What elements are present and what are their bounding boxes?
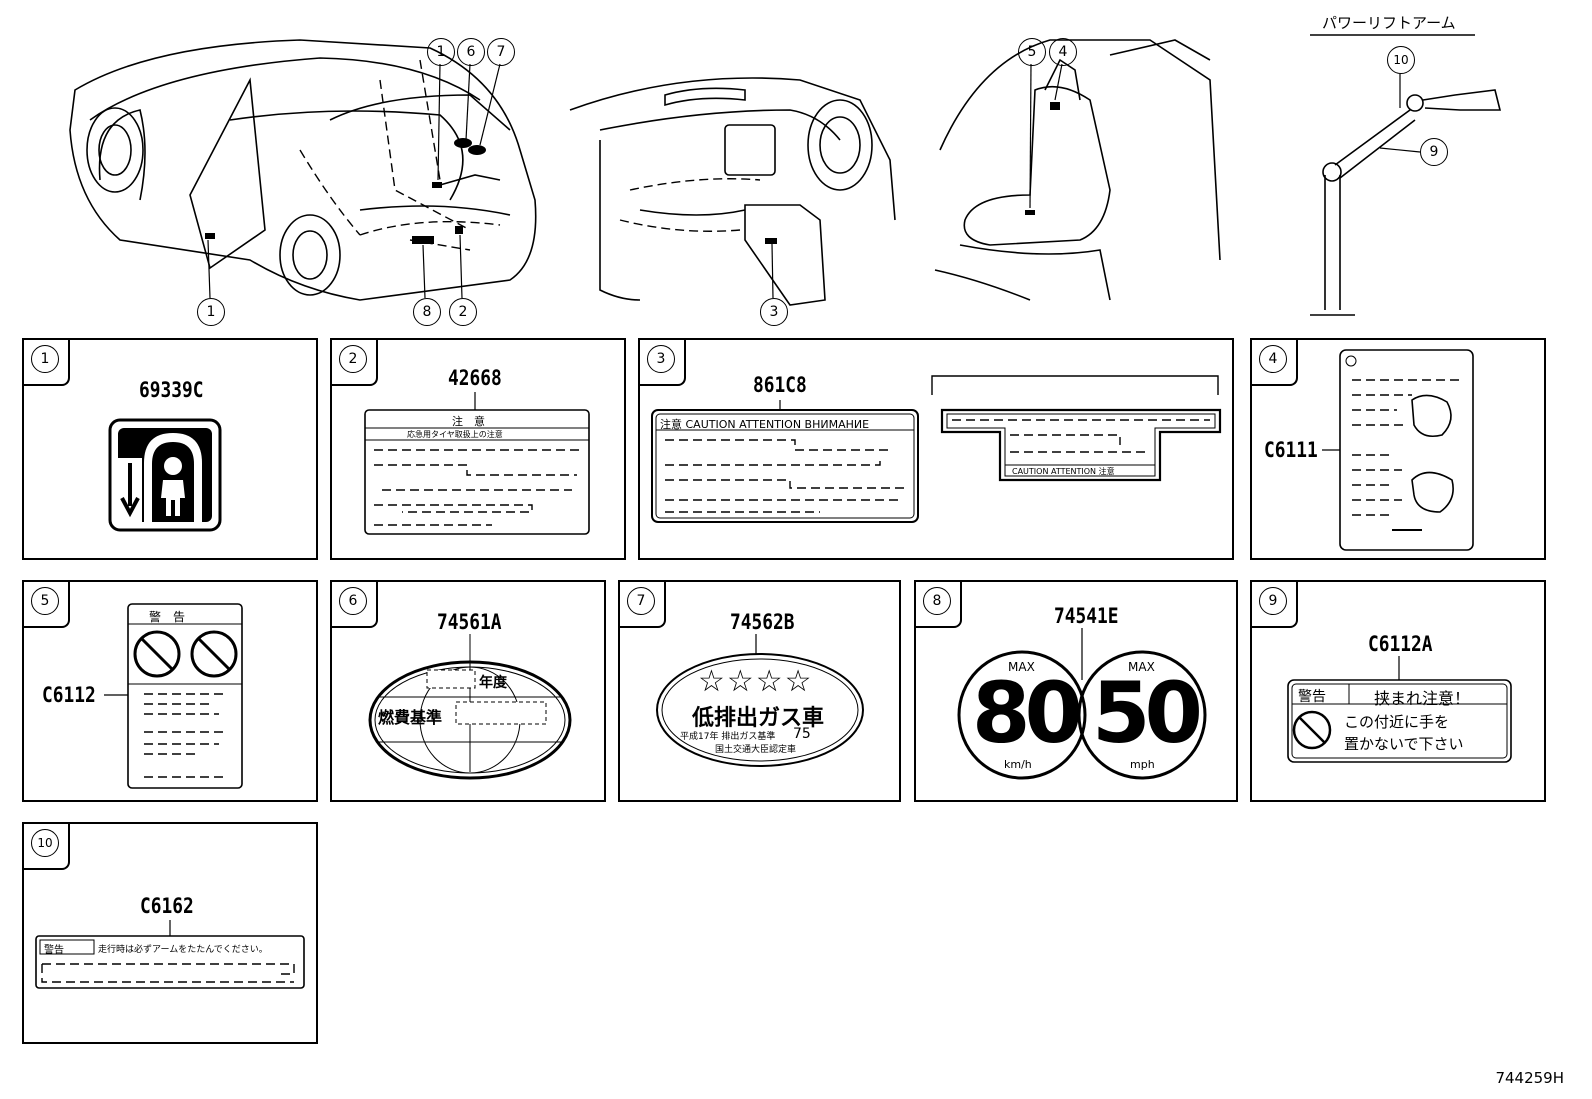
figure-id: 744259H [1495, 1069, 1564, 1087]
seat-drawing [934, 39, 1221, 301]
vehicle-location-illustrations [69, 34, 1502, 316]
pinch-caution-text: 挟まれ注意！ [1374, 689, 1471, 708]
part-number: 74561A [437, 610, 502, 634]
label-header: 注 意 [452, 415, 485, 428]
panel-number: 6 [339, 587, 367, 615]
panel-9: 9 C6112A 警告 挟まれ注意！ この付近に手を 置かないで下さい [1250, 580, 1546, 802]
panel-10: 10 C6162 警告 走行時は必ずアームをたたんでください。 [22, 822, 318, 1044]
instruction-line2: 置かないで下さい [1344, 735, 1464, 753]
callout-9: 9 [1420, 138, 1448, 166]
label-subheader: 応急用タイヤ取扱上の注意 [407, 430, 503, 439]
panel-number: 3 [647, 345, 675, 373]
power-lift-arm-drawing [1310, 89, 1502, 316]
part-number: 74541E [1054, 604, 1119, 628]
panel-5: 5 C6112 警 告 [22, 580, 318, 802]
panel-8: 8 74541E MAX 80 km/h MAX 50 mph [914, 580, 1238, 802]
speed-value-1: 80 [972, 664, 1083, 762]
part-number: C6162 [140, 894, 194, 918]
callout-6: 6 [457, 38, 485, 66]
callout-8: 8 [413, 298, 441, 326]
callout-1b: 1 [427, 38, 455, 66]
panel-number: 5 [31, 587, 59, 615]
part-number: 74562B [730, 610, 795, 634]
callout-7: 7 [487, 38, 515, 66]
dashboard-drawing [569, 77, 896, 306]
warning-text: 警告 [1298, 689, 1326, 705]
label-line2: 国土交通大臣認定車 [715, 745, 797, 755]
callout-5: 5 [1018, 38, 1046, 66]
panel-3: 3 861C8 注意 CAUTION ATTENTION ВНИМАНИЕ CA… [638, 338, 1234, 560]
panel-number: 1 [31, 345, 59, 373]
callout-leaders [207, 63, 1421, 299]
year-text: 年度 [479, 675, 507, 691]
callout-2: 2 [449, 298, 477, 326]
speed-value-2: 50 [1092, 664, 1203, 762]
panel-number: 2 [339, 345, 367, 373]
part-number: C6112 [42, 683, 96, 707]
label-line1: 平成17年 排出ガス基準 [680, 732, 776, 742]
callout-10: 10 [1387, 46, 1415, 74]
label-percent: 75 [793, 726, 811, 742]
panel-6: 6 74561A 年度 燃費基準 [330, 580, 606, 802]
car-rear-view-drawing [69, 39, 537, 301]
unit-label-1: km/h [1004, 758, 1032, 771]
panel-2: 2 42668 注 意 応急用タイヤ取扱上の注意 [330, 338, 626, 560]
label-title: 低排出ガス車 [692, 706, 825, 731]
callout-1a: 1 [197, 298, 225, 326]
label-header-2: CAUTION ATTENTION 注意 [1012, 467, 1115, 476]
panel-number: 10 [31, 829, 59, 857]
part-number: 861C8 [753, 373, 807, 397]
power-lift-arm-caption: パワーリフトアーム [1322, 14, 1456, 32]
stars: ☆☆☆☆ [698, 664, 814, 699]
part-number: 69339C [139, 378, 204, 402]
warning-text: 警告 [44, 945, 64, 956]
callout-3: 3 [760, 298, 788, 326]
part-number: C6112A [1368, 632, 1433, 656]
part-number: 42668 [448, 366, 502, 390]
child-lock-label [108, 418, 222, 532]
max-label-1: MAX [1008, 660, 1035, 674]
panel-1: 1 69339C [22, 338, 318, 560]
label-header: 警 告 [149, 610, 186, 624]
max-label-2: MAX [1128, 660, 1155, 674]
unit-label-2: mph [1130, 758, 1155, 771]
fuel-standard-text: 燃費基準 [378, 708, 443, 727]
panel-number: 7 [627, 587, 655, 615]
panel-number: 9 [1259, 587, 1287, 615]
instruction-text: 走行時は必ずアームをたたんでください。 [98, 945, 268, 955]
panel-7: 7 74562B ☆☆☆☆ 低排出ガス車 平成17年 排出ガス基準 75 国土交… [618, 580, 901, 802]
part-number: C6111 [1264, 438, 1318, 462]
instruction-line1: この付近に手を [1344, 713, 1450, 731]
panel-4: 4 C6111 [1250, 338, 1546, 560]
panel-number: 8 [923, 587, 951, 615]
label-header: 注意 CAUTION ATTENTION ВНИМАНИЕ [660, 418, 870, 431]
callout-4: 4 [1049, 38, 1077, 66]
panel-number: 4 [1259, 345, 1287, 373]
